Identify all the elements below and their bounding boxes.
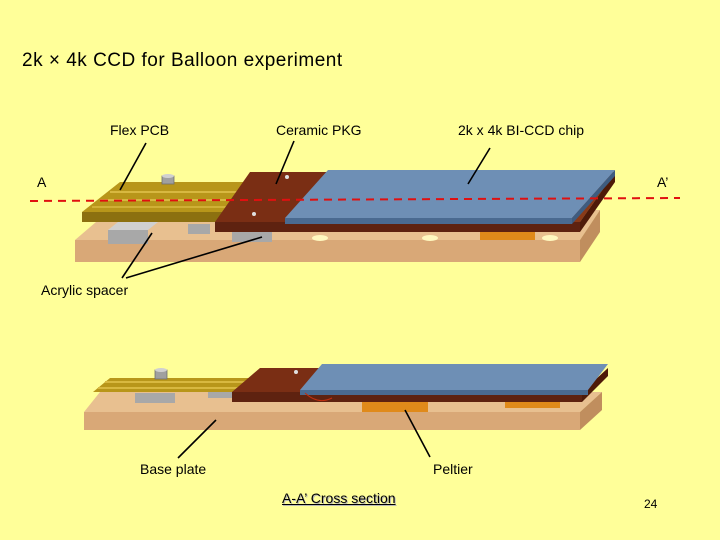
- label-peltier: Peltier: [433, 461, 473, 477]
- label-ccd-chip: 2k x 4k BI-CCD chip: [458, 122, 584, 138]
- cross-section-caption: A-A’ Cross section: [282, 490, 396, 506]
- bottom-acrylic-spacer: [135, 393, 175, 403]
- bottom-ccd-chip: [300, 364, 608, 395]
- bottom-assembly: [84, 364, 608, 430]
- label-base-plate: Base plate: [140, 461, 206, 477]
- label-ceramic-pkg: Ceramic PKG: [276, 122, 362, 138]
- top-peltier: [480, 232, 535, 240]
- label-section-a: A: [37, 174, 46, 190]
- top-assembly: [30, 170, 680, 262]
- page-number: 24: [644, 497, 657, 511]
- label-section-a-prime: A’: [657, 174, 668, 190]
- label-flex-pcb: Flex PCB: [110, 122, 169, 138]
- label-acrylic-spacer: Acrylic spacer: [41, 282, 128, 298]
- top-ccd-chip: [285, 170, 615, 224]
